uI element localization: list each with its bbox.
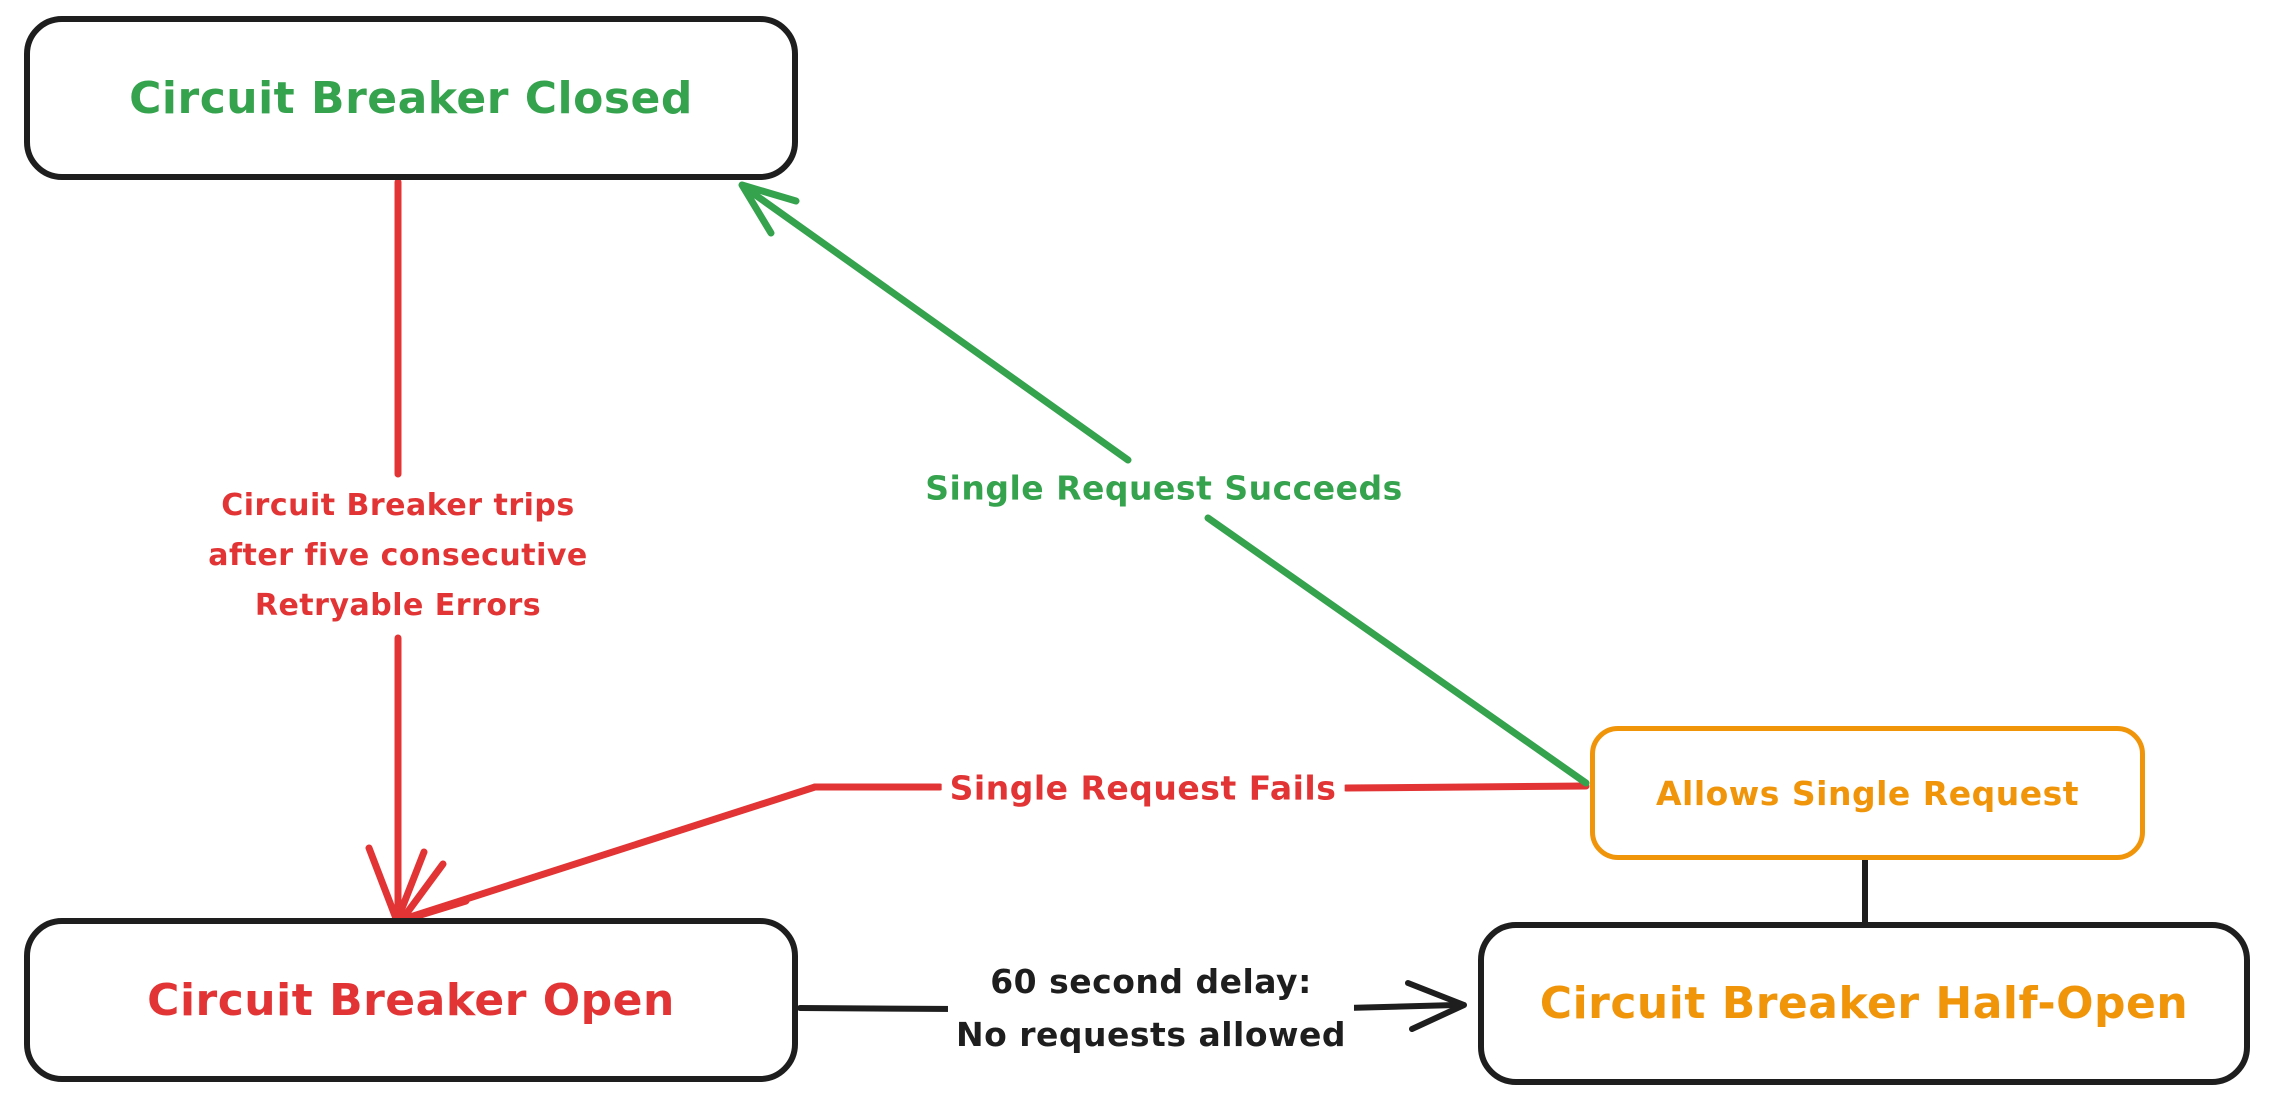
edge-label-trips-line3: Retryable Errors xyxy=(254,588,542,623)
node-open-label: Circuit Breaker Open xyxy=(147,974,675,1026)
arrowhead-trips-icon xyxy=(365,844,428,925)
node-circuit-breaker-closed: Circuit Breaker Closed xyxy=(24,16,798,180)
edge-label-trips-line1: Circuit Breaker trips xyxy=(221,488,575,523)
node-allows-single-request: Allows Single Request xyxy=(1590,726,2145,860)
node-circuit-breaker-half-open: Circuit Breaker Half-Open xyxy=(1478,922,2250,1085)
edge-label-delay: 60 second delay: No requests allowed xyxy=(947,953,1355,1063)
edge-fails-arrow xyxy=(397,782,1590,925)
edge-label-delay-line2: No requests allowed xyxy=(955,1015,1347,1054)
edge-label-trips: Circuit Breaker trips after five consecu… xyxy=(200,479,596,633)
edge-label-succeeds: Single Request Succeeds xyxy=(917,466,1411,510)
arrowhead-fails-icon xyxy=(397,860,470,925)
node-allows-label: Allows Single Request xyxy=(1655,773,2080,813)
node-half-open-label: Circuit Breaker Half-Open xyxy=(1539,978,2189,1029)
edge-label-trips-line2: after five consecutive xyxy=(208,538,588,573)
edge-delay-arrow xyxy=(797,980,1467,1032)
edge-trips-arrow xyxy=(365,178,428,925)
arrowhead-succeeds-icon xyxy=(738,181,800,237)
edge-label-delay-line1: 60 second delay: xyxy=(990,962,1312,1001)
node-circuit-breaker-open: Circuit Breaker Open xyxy=(24,918,798,1082)
node-closed-label: Circuit Breaker Closed xyxy=(129,72,693,124)
arrowhead-delay-icon xyxy=(1405,980,1467,1032)
edge-succeeds-arrow xyxy=(738,181,1590,787)
edge-label-fails: Single Request Fails xyxy=(941,766,1345,810)
